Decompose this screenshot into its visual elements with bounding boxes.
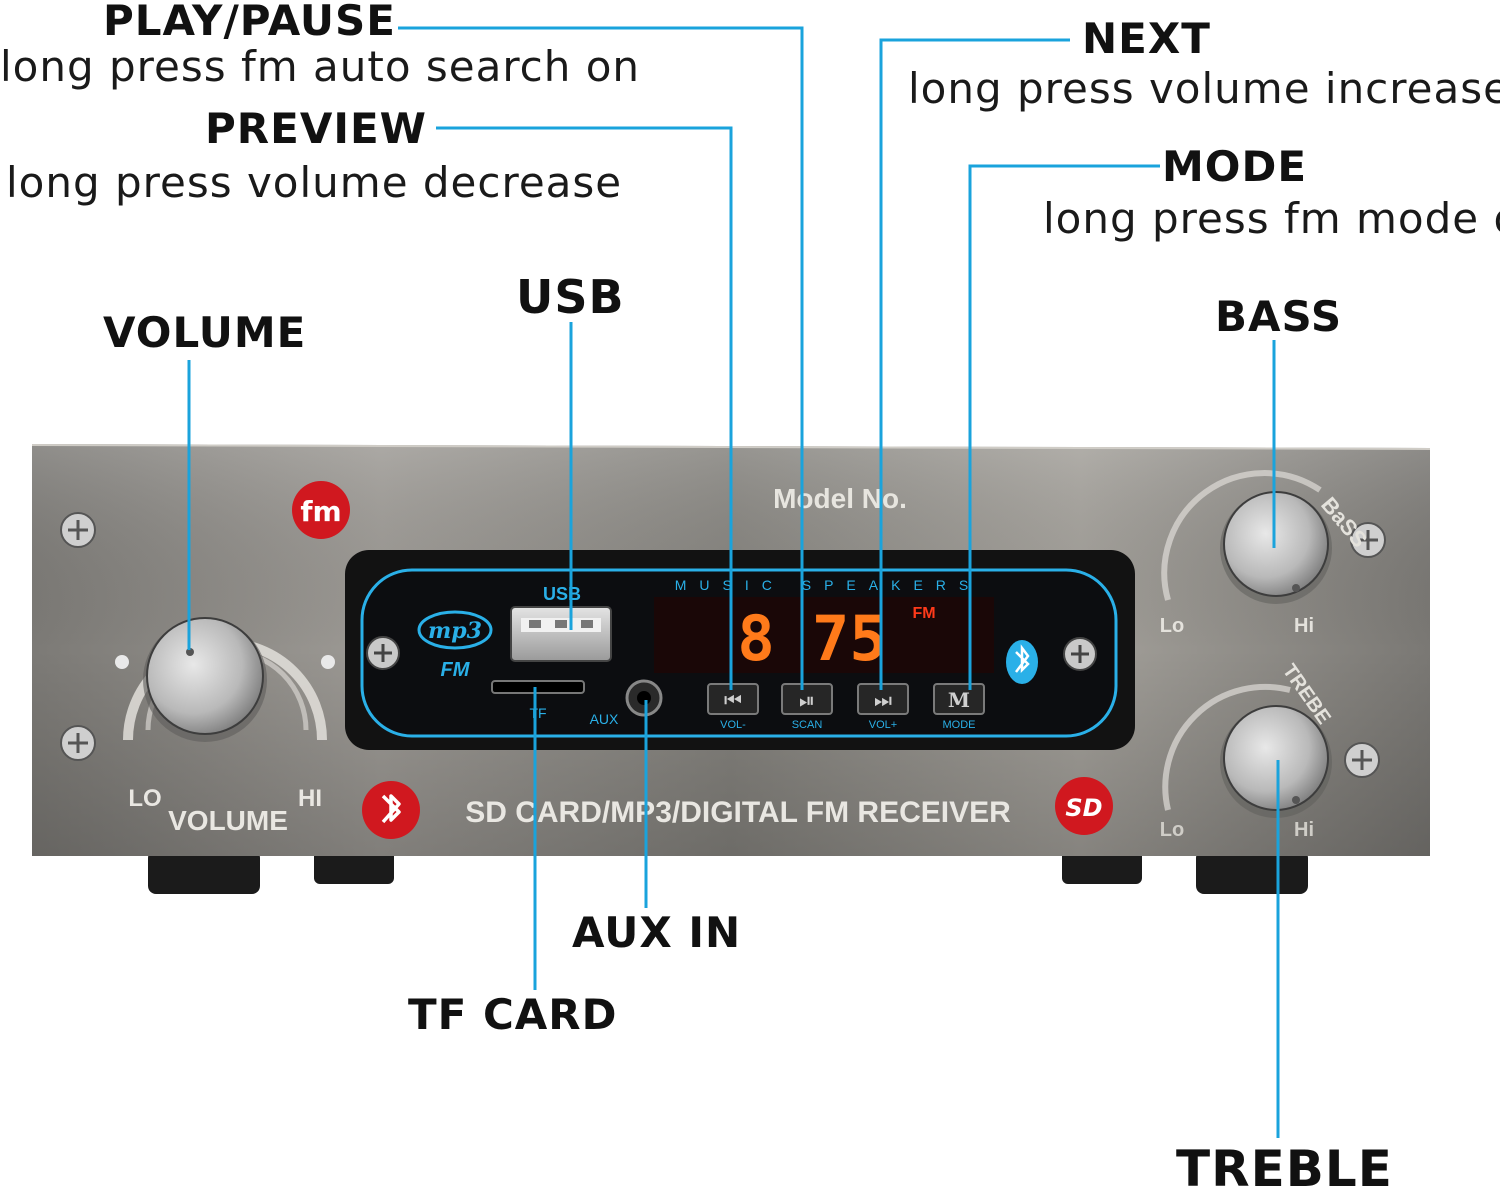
bluetooth-indicator-icon — [1006, 640, 1038, 684]
treble-title: TREBLE — [1176, 1140, 1393, 1198]
sd-badge: SD — [1055, 777, 1113, 835]
usb-title: USB — [516, 270, 625, 324]
next-desc: long press volume increase — [908, 64, 1500, 113]
mode-glyph: M — [948, 688, 970, 712]
leader-line-next — [879, 38, 1070, 690]
screw-icon — [366, 636, 400, 670]
usb-module-label: USB — [543, 584, 581, 604]
screw-icon — [60, 725, 96, 761]
tf-card-title: TF CARD — [408, 990, 618, 1039]
screw-icon — [1063, 637, 1097, 671]
bass-lo-label: Lo — [1160, 615, 1184, 637]
fm-badge-label: fm — [300, 495, 341, 528]
tf-module-label: TF — [529, 705, 546, 721]
leader-lines — [187, 26, 1280, 1138]
display-fm-unit: FM — [912, 605, 935, 622]
leader-line-preview — [436, 126, 733, 690]
volume-knob-group: LO HI VOLUME — [115, 617, 335, 836]
bluetooth-icon — [362, 781, 420, 839]
next-button-label: VOL+ — [869, 719, 897, 731]
aux-module-label: AUX — [590, 711, 619, 727]
treble-knob[interactable] — [1223, 705, 1329, 811]
bass-hi-label: Hi — [1294, 615, 1314, 637]
foot — [1062, 850, 1142, 884]
leader-line-play-pause — [398, 26, 804, 690]
play-pause-button[interactable]: ⏯ SCAN — [781, 683, 833, 731]
display-frequency: 8 75 — [737, 602, 886, 675]
fm-badge: fm — [292, 481, 350, 539]
mode-desc: long press fm mode on — [1043, 194, 1500, 243]
aux-in-title: AUX IN — [572, 908, 742, 957]
play-pause-desc: long press fm auto search on — [0, 42, 641, 91]
foot — [314, 850, 394, 884]
mode-button[interactable]: M MODE — [933, 683, 985, 731]
tf-card-slot[interactable] — [491, 680, 585, 694]
prev-glyph: ⏮ — [724, 688, 742, 712]
screw-icon — [1350, 522, 1386, 558]
scan-button-label: SCAN — [792, 719, 823, 731]
usb-port[interactable] — [510, 606, 612, 662]
mode-button-label: MODE — [943, 719, 976, 731]
mp3-logo: mp3 — [428, 618, 482, 644]
fm-logo: FM — [441, 659, 471, 681]
treble-hi-label: Hi — [1294, 819, 1314, 841]
screw-icon — [60, 512, 96, 548]
model-label: Model No. — [773, 483, 907, 514]
volume-knob[interactable] — [146, 617, 264, 735]
volume-title: VOLUME — [103, 308, 307, 357]
volume-hi-label: HI — [298, 785, 322, 812]
screw-icon — [1344, 742, 1380, 778]
bass-knob-group: BaSS Lo Hi — [1160, 470, 1372, 637]
play-pause-glyph: ⏯ — [799, 688, 815, 712]
preview-desc: long press volume decrease — [6, 158, 623, 207]
volume-lo-label: LO — [128, 785, 161, 812]
prev-button-label: VOL- — [720, 719, 746, 731]
receiver-label: SD CARD/MP3/DIGITAL FM RECEIVER — [465, 796, 1011, 829]
sd-badge-label: SD — [1065, 794, 1102, 822]
bass-knob[interactable] — [1223, 491, 1329, 597]
foot — [1196, 850, 1308, 894]
led-display — [654, 597, 994, 673]
mode-title: MODE — [1162, 142, 1308, 191]
next-title: NEXT — [1082, 14, 1211, 63]
leader-line-mode — [968, 164, 1160, 690]
prev-button[interactable]: ⏮ VOL- — [707, 683, 759, 731]
volume-panel-label: VOLUME — [168, 805, 288, 836]
next-glyph: ⏭ — [874, 688, 892, 712]
preview-title: PREVIEW — [205, 104, 427, 153]
play-pause-title: PLAY/PAUSE — [103, 0, 396, 45]
bass-title: BASS — [1215, 292, 1343, 341]
next-button[interactable]: ⏭ VOL+ — [857, 683, 909, 731]
treble-lo-label: Lo — [1160, 819, 1184, 841]
foot — [148, 850, 260, 894]
music-speakers-label: MUSIC SPEAKERS — [675, 577, 981, 593]
